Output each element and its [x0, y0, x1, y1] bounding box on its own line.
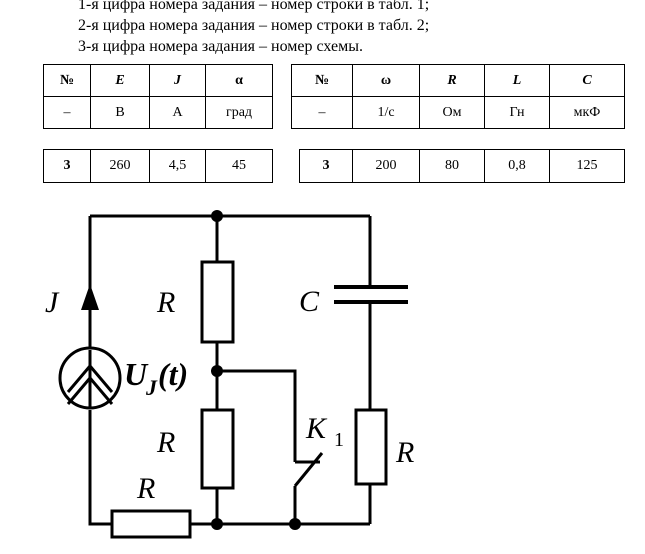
table2-val-C: 125 — [549, 149, 625, 183]
label-U-arg: (t) — [158, 356, 188, 392]
intro-line-2: 2-я цифра номера задания – номер строки … — [78, 17, 430, 34]
node-bottom-mid — [211, 518, 223, 530]
label-K-sub: 1 — [334, 429, 344, 451]
node-mid — [211, 365, 223, 377]
table1-unit-J: А — [149, 96, 206, 129]
node-top — [211, 210, 223, 222]
table2-col-R: R — [419, 64, 485, 97]
table2-header: № ω R L C – 1/с Ом Гн мкФ — [291, 64, 625, 129]
table2-val-R: 80 — [419, 149, 485, 183]
wire-left-lower — [88, 410, 112, 526]
resistor-bottom — [110, 509, 192, 539]
table1-val-no: 3 — [43, 149, 91, 183]
wire-to-switch — [217, 369, 297, 462]
resistor-mid — [200, 408, 235, 490]
table2-unit-R: Ом — [419, 96, 485, 129]
label-R-right: R — [395, 436, 414, 469]
label-UJ: U J (t) — [124, 356, 188, 400]
intro-line-1: 1-я цифра номера задания – номер строки … — [78, 0, 430, 13]
label-U-sub: J — [145, 375, 158, 400]
label-R-bottom: R — [136, 472, 155, 505]
current-arrow-icon — [81, 284, 99, 310]
table2-values: 3 200 80 0,8 125 — [299, 149, 625, 183]
node-bottom-switch — [289, 518, 301, 530]
table2-unit-C: мкФ — [549, 96, 625, 129]
table1-header: № E J α – В А град — [43, 64, 273, 129]
table1-values: 3 260 4,5 45 — [43, 149, 273, 183]
table2-val-omega: 200 — [352, 149, 420, 183]
table1-val-alpha: 45 — [205, 149, 273, 183]
capacitor — [334, 285, 408, 304]
intro-line-3: 3-я цифра номера задания – номер схемы. — [78, 38, 363, 55]
table1-header-row: № E J α — [43, 64, 273, 97]
table1-val-E: 260 — [90, 149, 150, 183]
table2-col-C: C — [549, 64, 625, 97]
label-R-top: R — [156, 286, 175, 319]
table1-value-row: 3 260 4,5 45 — [43, 149, 273, 183]
current-source — [58, 346, 122, 410]
table1-unit-alpha: град — [205, 96, 273, 129]
table2-val-L: 0,8 — [484, 149, 550, 183]
table1-units-row: – В А град — [43, 96, 273, 129]
table2-col-omega: ω — [352, 64, 420, 97]
table1-col-E: E — [90, 64, 150, 97]
table2-unit-L: Гн — [484, 96, 550, 129]
intro-text: 1-я цифра номера задания – номер строки … — [78, 0, 429, 57]
label-C: C — [299, 285, 320, 318]
label-R-mid: R — [156, 426, 175, 459]
table2-unit-omega: 1/с — [352, 96, 420, 129]
label-U: U — [124, 356, 149, 392]
resistor-top — [200, 260, 235, 344]
table2-value-row: 3 200 80 0,8 125 — [299, 149, 625, 183]
resistor-right — [354, 408, 388, 486]
switch-k1 — [293, 452, 324, 487]
table2-units-row: – 1/с Ом Гн мкФ — [291, 96, 625, 129]
table1-unit-no: – — [43, 96, 91, 129]
table2-header-row: № ω R L C — [291, 64, 625, 97]
label-K: K — [305, 412, 328, 445]
table1-col-alpha: α — [205, 64, 273, 97]
table2-val-no: 3 — [299, 149, 353, 183]
label-J: J — [45, 286, 60, 319]
